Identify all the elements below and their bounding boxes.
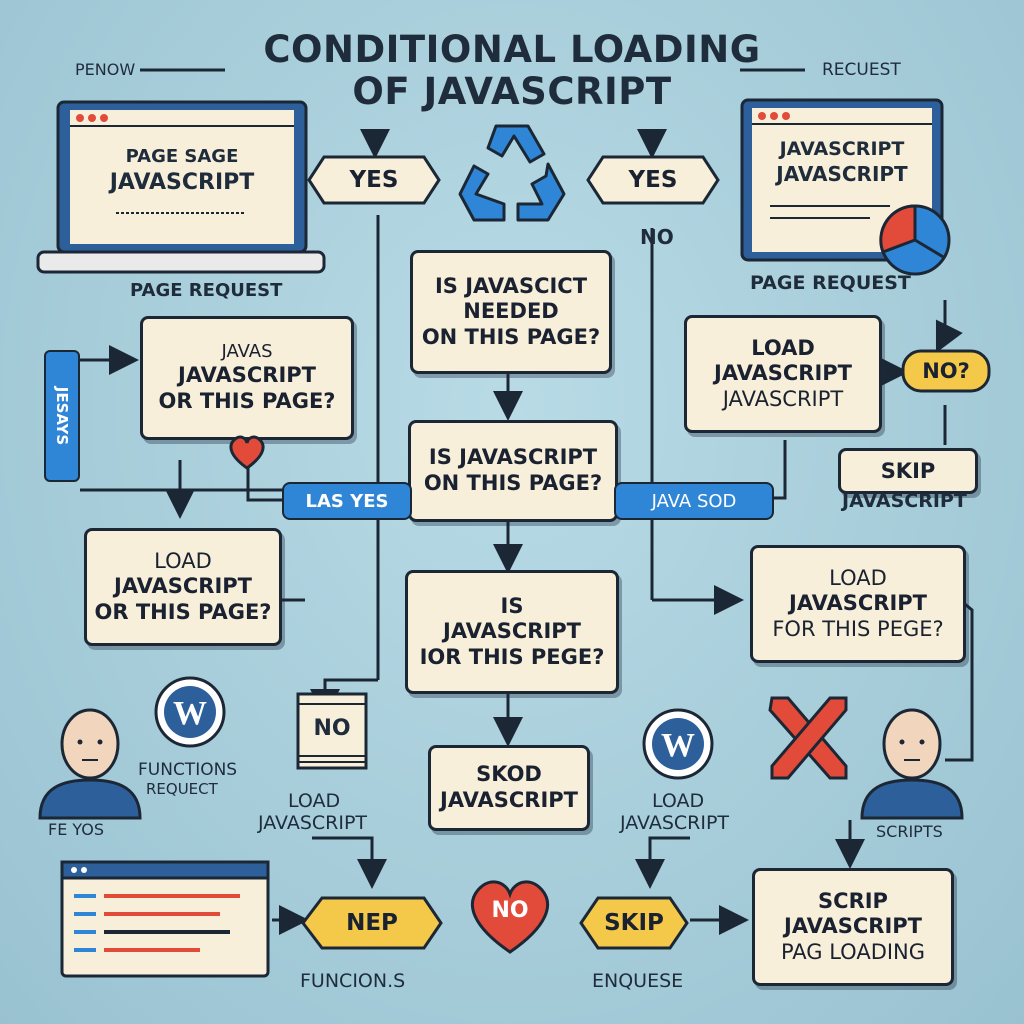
load-caption-right-1: LOAD: [652, 790, 705, 812]
red-x-icon: [768, 696, 848, 780]
person-icon-right: [860, 708, 964, 820]
vertical-pill-left: JESAYS: [44, 350, 80, 482]
yes-pill-left: LAS YES: [282, 482, 412, 520]
no-label-right: NO: [640, 225, 674, 249]
laptop-right-caption: PAGE REQUEST: [750, 272, 911, 294]
browser-window-list: [60, 860, 272, 980]
load-caption-left-2: JAVASCRIPT: [258, 812, 368, 834]
laptop-right-line-1: JAVASCRIPT: [779, 138, 905, 160]
yes-tag-right: YES: [585, 154, 721, 206]
skip-box-right: SKIP: [838, 448, 978, 494]
functions-request-label: REQUECT: [146, 780, 218, 798]
scripts-caption: SCRIPTS: [876, 822, 943, 841]
laptop-left: PAGE SAGE JAVASCRIPT: [36, 98, 326, 278]
laptop-right-line-2: JAVASCRIPT: [776, 162, 908, 186]
skip-caption: JAVASCRIPT: [842, 490, 967, 512]
wordpress-icon-right: W: [642, 708, 714, 780]
load-caption-right-2: JAVASCRIPT: [620, 812, 730, 834]
functions-label: FUNCTIONS: [138, 760, 238, 780]
corner-label-right: RECUEST: [822, 60, 901, 80]
laptop-left-caption: PAGE REQUEST: [130, 280, 283, 301]
no-stack: NO: [294, 690, 372, 774]
nep-tag: NEP: [300, 895, 444, 951]
corner-label-left: PENOW: [75, 60, 136, 79]
laptop-left-line-1: PAGE SAGE: [125, 146, 239, 167]
laptop-left-line-2: JAVASCRIPT: [109, 170, 255, 195]
person-icon-left: [38, 708, 142, 820]
enquese-label: ENQUESE: [592, 970, 684, 992]
title-line-1: CONDITIONAL LOADING: [263, 28, 761, 71]
javasod-pill: JAVA SOD: [614, 482, 774, 520]
no-tag-right: NO?: [900, 348, 992, 394]
svg-text:W: W: [661, 727, 695, 764]
recycle-icon: [458, 124, 566, 222]
load-caption-left-1: LOAD: [288, 790, 341, 812]
pie-chart-icon: [879, 204, 951, 276]
person-caption-left: FE YOS: [48, 820, 105, 839]
wordpress-icon-left: W: [154, 676, 226, 748]
skip-tag: SKIP: [578, 895, 690, 951]
heart-no: NO: [464, 872, 556, 958]
funcions-label: FUNCION.S: [300, 970, 406, 992]
heart-icon-small: [229, 435, 265, 470]
title-line-2: OF JAVASCRIPT: [352, 70, 672, 113]
svg-text:W: W: [173, 695, 207, 732]
yes-tag-left: YES: [306, 154, 442, 206]
